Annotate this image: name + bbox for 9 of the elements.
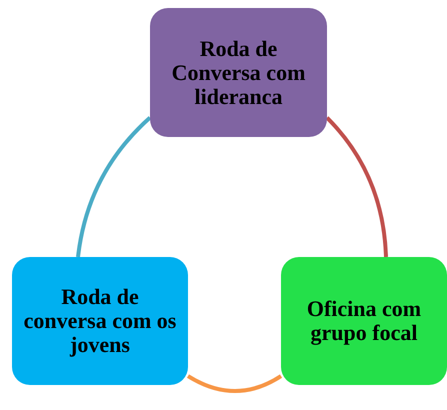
connector-arc xyxy=(187,374,282,394)
process-box xyxy=(281,257,447,385)
connector-arc xyxy=(326,116,388,258)
box-label: Roda de Conversa com lideranca xyxy=(170,36,306,108)
box-label: Oficina com grupo focal xyxy=(306,297,422,345)
connector-arc xyxy=(76,116,152,258)
process-box xyxy=(12,257,188,385)
process-box xyxy=(150,8,327,137)
box-label: Roda de conversa com os jovens xyxy=(22,285,178,357)
